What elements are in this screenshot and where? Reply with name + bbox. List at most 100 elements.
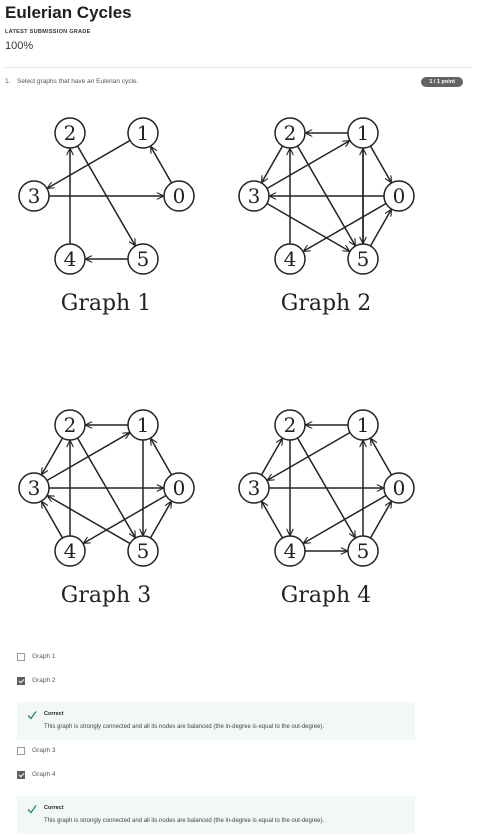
svg-text:0: 0 [173, 476, 186, 500]
edge-3-5 [266, 202, 349, 251]
feedback-title: Correct [44, 805, 64, 811]
node-2: 2 [54, 117, 86, 149]
node-0: 0 [383, 180, 415, 212]
svg-text:2: 2 [64, 413, 77, 437]
node-0: 0 [163, 180, 195, 212]
node-3: 3 [18, 180, 50, 212]
node-0: 0 [163, 472, 195, 504]
node-5: 5 [127, 243, 159, 275]
node-1: 1 [347, 117, 379, 149]
node-1: 1 [347, 409, 379, 441]
option-label: Graph 3 [32, 747, 56, 754]
svg-text:5: 5 [137, 247, 150, 271]
feedback-text: This graph is strongly connected and all… [44, 724, 325, 730]
node-1: 1 [127, 117, 159, 149]
graph-caption: Graph 2 [281, 291, 371, 316]
svg-text:1: 1 [137, 413, 150, 437]
feedback-graph-2: Correct This graph is strongly connected… [17, 702, 415, 740]
node-4: 4 [274, 535, 306, 567]
graph-caption: Graph 1 [61, 291, 151, 316]
edge-5-3 [48, 496, 131, 545]
feedback-text: This graph is strongly connected and all… [44, 818, 325, 824]
question-row: 1. Select graphs that have an Eulerian c… [5, 77, 463, 89]
edge-4-3 [42, 502, 64, 539]
option-label: Graph 4 [32, 771, 56, 778]
edge-3-2 [260, 439, 282, 476]
edge-2-5 [296, 437, 355, 537]
option-label: Graph 2 [32, 677, 56, 684]
svg-text:4: 4 [64, 247, 77, 271]
edge-0-4 [304, 202, 387, 251]
node-2: 2 [274, 117, 306, 149]
feedback-title: Correct [44, 711, 64, 717]
grade-value: 100% [5, 40, 34, 52]
edge-5-0 [149, 502, 171, 539]
svg-text:1: 1 [357, 121, 370, 145]
edge-0-1 [371, 439, 393, 476]
node-2: 2 [54, 409, 86, 441]
svg-text:5: 5 [357, 247, 370, 271]
svg-text:3: 3 [248, 476, 261, 500]
option-label: Graph 1 [32, 653, 56, 660]
svg-text:5: 5 [357, 539, 370, 563]
edge-1-0 [369, 145, 391, 182]
svg-text:4: 4 [284, 539, 297, 563]
svg-text:2: 2 [284, 413, 297, 437]
edge-5-0 [369, 502, 391, 539]
checkbox-graph-1[interactable] [17, 653, 25, 661]
node-1: 1 [127, 409, 159, 441]
svg-text:3: 3 [248, 184, 261, 208]
question-text: Select graphs that have an Eulerian cycl… [17, 78, 139, 85]
svg-text:2: 2 [284, 121, 297, 145]
node-5: 5 [347, 243, 379, 275]
svg-text:0: 0 [393, 184, 406, 208]
node-5: 5 [347, 535, 379, 567]
edge-4-3 [262, 502, 284, 539]
svg-text:0: 0 [173, 184, 186, 208]
points-badge: 1 / 1 point [421, 77, 463, 87]
edge-2-3 [262, 145, 284, 182]
node-4: 4 [54, 535, 86, 567]
edge-2-5 [76, 437, 135, 537]
edge-2-3 [42, 437, 64, 474]
node-2: 2 [274, 409, 306, 441]
checkbox-graph-4[interactable] [17, 771, 25, 779]
svg-text:1: 1 [137, 121, 150, 145]
svg-text:0: 0 [393, 476, 406, 500]
page-title: Eulerian Cycles [5, 3, 132, 22]
svg-text:3: 3 [28, 184, 41, 208]
svg-text:1: 1 [357, 413, 370, 437]
node-5: 5 [127, 535, 159, 567]
node-4: 4 [274, 243, 306, 275]
node-0: 0 [383, 472, 415, 504]
svg-text:2: 2 [64, 121, 77, 145]
node-4: 4 [54, 243, 86, 275]
edge-2-5 [76, 145, 135, 245]
check-icon [27, 711, 37, 720]
svg-text:4: 4 [64, 539, 77, 563]
feedback-graph-4: Correct This graph is strongly connected… [17, 796, 415, 834]
edge-0-1 [151, 439, 173, 476]
svg-text:5: 5 [137, 539, 150, 563]
edge-0-4 [304, 494, 387, 543]
edge-0-4 [84, 494, 167, 543]
checkbox-graph-2[interactable] [17, 677, 25, 685]
svg-text:3: 3 [28, 476, 41, 500]
graph-caption: Graph 4 [281, 583, 371, 608]
header-divider [5, 67, 472, 68]
graph-caption: Graph 3 [61, 583, 151, 608]
node-3: 3 [18, 472, 50, 504]
node-3: 3 [238, 472, 270, 504]
edge-5-0 [369, 210, 391, 247]
grade-label: LATEST SUBMISSION GRADE [5, 29, 91, 35]
check-icon [27, 805, 37, 814]
svg-text:4: 4 [284, 247, 297, 271]
edge-0-1 [151, 147, 173, 184]
question-number: 1. [5, 78, 11, 85]
checkbox-graph-3[interactable] [17, 747, 25, 755]
